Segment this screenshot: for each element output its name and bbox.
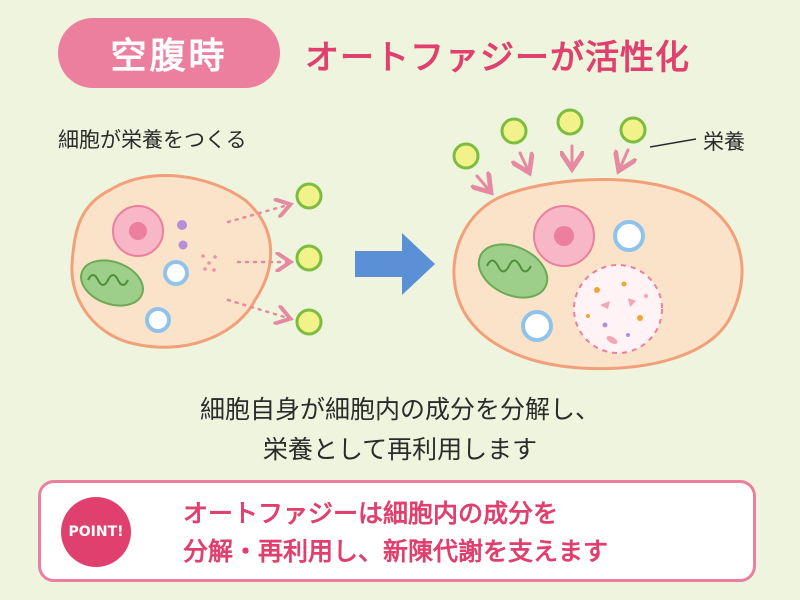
explanation-line-1: 細胞自身が細胞内の成分を分解し、	[199, 395, 600, 424]
explanation-text: 細胞自身が細胞内の成分を分解し、 栄養として再利用します	[0, 390, 800, 470]
nutrient-leader-line	[649, 138, 697, 148]
point-box: POINT! オートファジーは細胞内の成分を 分解・再利用し、新陳代謝を支えます	[38, 480, 756, 582]
left-dots-icon	[201, 254, 217, 272]
left-mitochondria-icon	[80, 259, 144, 307]
autophagy-diagram	[70, 108, 744, 371]
right-nucleus-icon	[533, 205, 595, 267]
point-badge: POINT!	[61, 497, 131, 567]
arrow-right-icon	[355, 233, 435, 295]
page-title: オートファジーが活性化	[305, 37, 690, 78]
right-vacuole-icon	[521, 220, 645, 342]
header-badge: 空腹時	[58, 18, 280, 88]
incoming-arrows	[477, 144, 628, 190]
point-text: オートファジーは細胞内の成分を 分解・再利用し、新陳代謝を支えます	[183, 495, 608, 571]
explanation-line-2: 栄養として再利用します	[262, 435, 538, 464]
point-line-2: 分解・再利用し、新陳代謝を支えます	[183, 537, 609, 566]
nutrient-icon	[295, 182, 323, 336]
point-line-1: オートファジーは細胞内の成分を	[183, 499, 559, 528]
right-mitochondria-icon	[477, 243, 549, 299]
incoming-nutrient-icon	[452, 108, 647, 170]
release-arrows	[226, 205, 288, 318]
left-nucleus-icon	[112, 205, 164, 257]
nutrient-label: 栄養	[703, 130, 745, 154]
left-vacuole-icon	[145, 260, 189, 333]
autophagosome-icon	[573, 264, 663, 354]
left-particles-icon	[177, 220, 188, 250]
left-cell-caption: 細胞が栄養をつくる	[58, 128, 247, 152]
